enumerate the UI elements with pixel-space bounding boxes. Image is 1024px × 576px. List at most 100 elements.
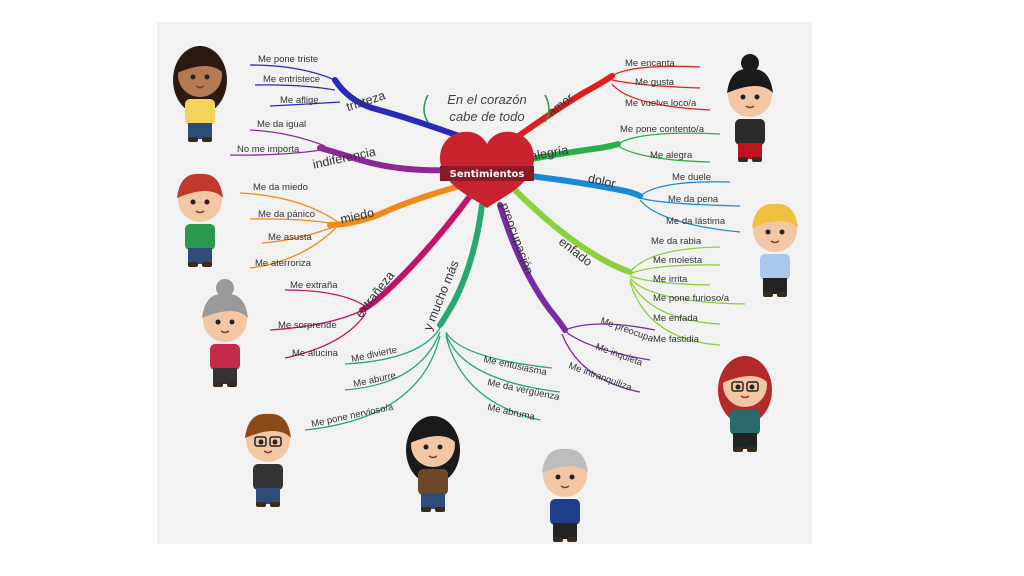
leaf-line bbox=[639, 197, 741, 207]
leaf-line bbox=[269, 309, 364, 331]
leaf-label: Me da miedo bbox=[253, 182, 308, 193]
character-bun-hair-icon bbox=[727, 54, 773, 162]
leaf-line bbox=[611, 83, 711, 111]
leaf-label: Me aflige bbox=[280, 95, 319, 106]
leaf-line bbox=[565, 331, 651, 361]
branch-line-tristeza bbox=[332, 77, 473, 143]
character-grandpa-icon bbox=[542, 448, 588, 542]
leaf-line bbox=[249, 129, 326, 147]
leaf-line bbox=[304, 335, 441, 431]
leaf-label: Me da pena bbox=[668, 194, 719, 205]
leaf-line bbox=[269, 101, 341, 107]
branch-line-amor bbox=[507, 73, 615, 145]
character-glasses-man-icon bbox=[245, 413, 291, 507]
leaf-label: Me inquieta bbox=[594, 341, 645, 368]
leaf-label: Me extraña bbox=[290, 280, 338, 291]
branch-dolor: Me duele Me da pena Me da lástima dolor bbox=[527, 171, 741, 233]
branch-enfado: Me da rabia Me molesta Me irrita Me pone fu… bbox=[512, 187, 746, 346]
leaf-label: Me molesta bbox=[653, 255, 703, 266]
leaf-label: Me irrita bbox=[653, 274, 688, 285]
leaf-label: Me pone furioso/a bbox=[653, 293, 730, 304]
leaf-label: Me asusta bbox=[268, 232, 313, 243]
leaf-label: Me duele bbox=[672, 172, 711, 183]
leaf-line bbox=[249, 64, 336, 81]
leaf-label: Me entristece bbox=[263, 74, 320, 85]
character-curly-hair-icon bbox=[173, 46, 227, 142]
leaf-label: Me gusta bbox=[635, 77, 675, 88]
leaf-line bbox=[344, 331, 441, 391]
heart-label: Sentimientos bbox=[450, 169, 525, 180]
leaf-label: Me intranquiliza bbox=[567, 360, 634, 393]
branch-line-dolor bbox=[527, 173, 643, 199]
leaf-label: Me divierte bbox=[350, 345, 398, 365]
leaf-line bbox=[344, 327, 441, 365]
leaf-label: Me da pánico bbox=[258, 209, 315, 220]
leaf-label: Me alucina bbox=[292, 348, 339, 359]
leaf-label: Me encanta bbox=[625, 58, 675, 69]
leaf-label: Me pone triste bbox=[258, 54, 318, 65]
leaf-line bbox=[445, 333, 561, 393]
leaf-label: Me da vergüenza bbox=[486, 377, 561, 403]
character-grandma-icon bbox=[202, 279, 248, 387]
title-line-1: En el corazón bbox=[447, 92, 527, 107]
leaf-line bbox=[629, 281, 721, 346]
branch-line-y_mucho_mas bbox=[437, 202, 485, 328]
leaf-line bbox=[564, 323, 656, 331]
character-red-long-hair-icon bbox=[718, 356, 772, 452]
leaf-label: Me aburre bbox=[352, 370, 397, 390]
branch-line-preocupacion bbox=[497, 202, 568, 333]
leaf-line bbox=[611, 79, 701, 89]
leaf-label: Me entusiasma bbox=[482, 354, 548, 378]
character-red-hair-icon bbox=[177, 173, 223, 267]
center-title: En el corazón cabe de todo bbox=[423, 92, 550, 124]
leaf-line bbox=[629, 264, 721, 275]
leaf-line bbox=[445, 335, 541, 421]
leaf-label: Me abruma bbox=[486, 402, 536, 423]
branch-label-alegria: alegría bbox=[529, 143, 569, 163]
leaf-line bbox=[284, 312, 367, 359]
leaf-line bbox=[639, 199, 741, 233]
branch-label-preocupacion: preocupación bbox=[497, 201, 536, 276]
character-blond-icon bbox=[752, 203, 798, 297]
leaf-line bbox=[284, 289, 366, 307]
leaf-label: Me da lástima bbox=[666, 216, 726, 227]
leaf-line bbox=[261, 225, 337, 244]
leaf-line bbox=[617, 132, 721, 145]
leaf-line bbox=[249, 227, 337, 269]
leaf-label: Me enfada bbox=[653, 313, 699, 324]
leaf-line bbox=[629, 277, 746, 305]
heart-icon: Sentimientos bbox=[440, 131, 534, 208]
title-line-2: cabe de todo bbox=[449, 109, 524, 124]
leaf-label: Me da rabia bbox=[651, 236, 702, 247]
leaf-label: Me fastidia bbox=[653, 334, 700, 345]
leaf-line bbox=[629, 275, 711, 286]
leaf-label: Me pone nervioso/a bbox=[310, 402, 395, 430]
leaf-label: Me vuelve loco/a bbox=[625, 98, 697, 109]
leaf-label: Me da igual bbox=[257, 119, 306, 130]
leaf-label: Me aterroriza bbox=[255, 258, 312, 269]
leaf-label: Me alegra bbox=[650, 150, 693, 161]
branch-label-amor: amor bbox=[545, 91, 576, 120]
leaf-line bbox=[629, 246, 721, 273]
branch-line-extraneza bbox=[359, 193, 473, 313]
leaf-line bbox=[229, 149, 323, 156]
leaf-line bbox=[629, 279, 721, 325]
branch-label-miedo: miedo bbox=[339, 206, 375, 227]
branch-line-indiferencia bbox=[317, 145, 458, 174]
leaf-line bbox=[239, 192, 339, 223]
leaf-line bbox=[561, 333, 641, 393]
leaf-label: Me sorprende bbox=[278, 320, 337, 331]
leaf-line bbox=[617, 145, 711, 163]
character-dark-long-hair-icon bbox=[406, 416, 460, 512]
leaf-line bbox=[445, 331, 553, 369]
branch-miedo: Me da miedo Me da pánico Me asusta Me aterr… bbox=[239, 182, 463, 269]
branch-label-dolor: dolor bbox=[587, 171, 617, 190]
leaf-label: No me importa bbox=[237, 144, 300, 155]
leaf-line bbox=[611, 65, 701, 77]
leaf-line bbox=[254, 84, 336, 91]
leaf-label: Me preocupa bbox=[599, 315, 656, 345]
